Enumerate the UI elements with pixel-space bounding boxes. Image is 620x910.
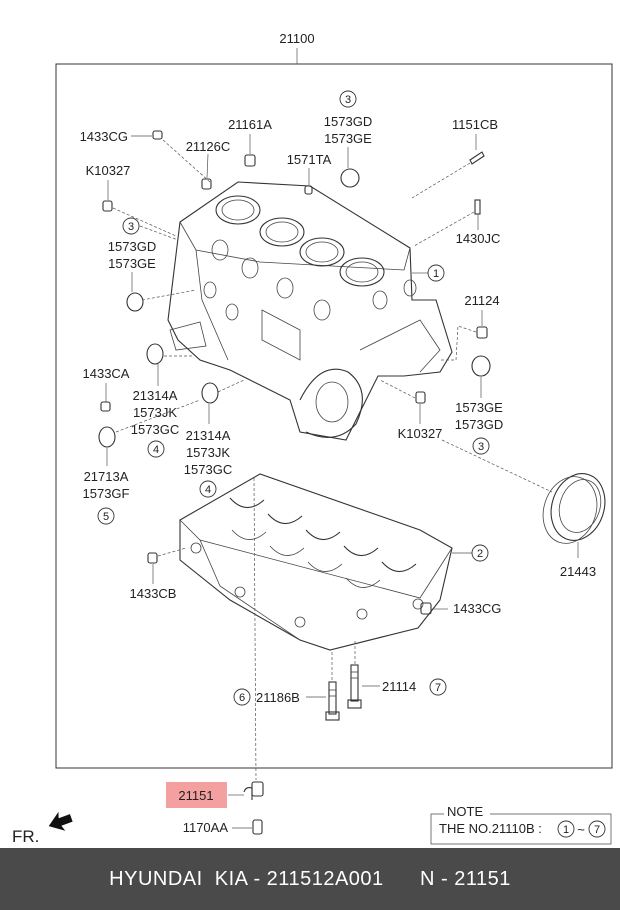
ref-circle-7 (429, 678, 447, 696)
callout-1571ta: 1571TA (287, 152, 332, 167)
plug-1571ta (304, 185, 313, 195)
callout-21161a: 21161A (228, 117, 272, 132)
callout-1433cg-top: 1433CG (80, 129, 128, 144)
note-circle-from (557, 820, 575, 838)
expansion-plug-top (340, 168, 360, 188)
ref-3-left: 3 (128, 221, 134, 233)
plug-21314a-2 (201, 382, 219, 404)
callout-21151[interactable]: 21151 (178, 788, 213, 803)
ref-circle-4-1 (147, 440, 165, 458)
dowel-k10327-mid (415, 391, 426, 404)
footer-bar: HYUNDAI KIA - 211512A001 N - 21151 (0, 848, 620, 910)
dowel-1433cg-top (131, 130, 211, 183)
dowel-1433cg-bottom (420, 602, 432, 615)
callout-21713a: 21713A (84, 469, 129, 484)
note-circle-to (588, 820, 606, 838)
expansion-plug-left (126, 292, 144, 312)
note-range-to: 7 (594, 824, 600, 836)
callout-1430jc: 1430JC (456, 231, 501, 246)
callout-21126c: 21126C (186, 139, 231, 154)
diagram-frame (55, 63, 613, 769)
callout-21314a-2: 21314A (186, 428, 231, 443)
stud-1151cb (469, 151, 485, 165)
ref-circle-5 (97, 507, 115, 525)
ref-2: 2 (477, 548, 483, 560)
note-range-sep: ~ (577, 822, 585, 837)
callout-1433ca: 1433CA (83, 366, 130, 381)
callout-1573jk-1: 1573JK (133, 405, 177, 420)
pin-1430jc (474, 199, 481, 215)
ref-5: 5 (103, 511, 109, 523)
callout-1573gf: 1573GF (83, 486, 130, 501)
callout-1573gc-2: 1573GC (184, 462, 232, 477)
footer-part-info: HYUNDAI KIA - 211512A001 N - 21151 (109, 867, 511, 890)
callout-21124: 21124 (464, 293, 499, 308)
assembly-number: 21100 (279, 31, 314, 46)
callout-1573ge-right: 1573GE (455, 400, 503, 415)
ref-circle-3-left (122, 217, 140, 235)
callout-1433cg-bottom: 1433CG (453, 601, 501, 616)
cylinder-block-upper (167, 181, 453, 441)
bolt-21114 (347, 664, 362, 709)
callout-1573ge-top: 1573GE (324, 131, 372, 146)
ref-6: 6 (239, 692, 245, 704)
plug-21314a-1 (146, 343, 164, 365)
expansion-plug-right (471, 355, 491, 377)
bolt-1170aa (252, 819, 263, 835)
callout-21186b: 21186B (256, 690, 300, 705)
front-direction-arrow (48, 811, 73, 831)
crankcase-lower (179, 473, 453, 651)
ref-circle-3-top (339, 90, 357, 108)
ref-3-right: 3 (478, 441, 484, 453)
callout-21314a-1: 21314A (133, 388, 178, 403)
rear-oil-seal-21443 (542, 473, 606, 544)
note-range-from: 1 (563, 824, 569, 836)
ref-circle-1 (427, 264, 445, 282)
bolt-21186b (325, 681, 340, 721)
callout-k10327-top: K10327 (86, 163, 131, 178)
plug-21161a (244, 154, 256, 167)
callout-21114: 21114 (382, 679, 416, 694)
callout-1433cb: 1433CB (130, 586, 177, 601)
note-box (430, 806, 612, 845)
ref-1: 1 (433, 268, 439, 280)
ref-3-top: 3 (345, 94, 351, 106)
callout-1573gd-top: 1573GD (324, 114, 372, 129)
highlight-21151 (166, 782, 227, 808)
dowel-k10327-top (102, 200, 113, 212)
ref-circle-6 (233, 688, 251, 706)
note-text: THE NO.21110B : (439, 821, 542, 836)
callout-k10327-mid: K10327 (398, 426, 443, 441)
note-title: NOTE (447, 804, 483, 819)
plug-21713a (98, 426, 116, 448)
callout-1170aa: 1170AA (183, 820, 229, 835)
parts-diagram: 21100 (12, 31, 613, 846)
ref-7: 7 (435, 682, 441, 694)
dowel-1433ca (100, 401, 111, 412)
ref-circle-3-right (472, 437, 490, 455)
callout-1573gd-left: 1573GD (108, 239, 156, 254)
ref-circle-4-2 (199, 480, 217, 498)
callout-1151cb: 1151CB (452, 117, 498, 132)
dowel-21124 (476, 326, 488, 339)
callout-1573ge-left: 1573GE (108, 256, 156, 271)
drain-plug-21151 (243, 781, 264, 800)
ref-circle-2 (471, 544, 489, 562)
callout-1573gc-1: 1573GC (131, 422, 179, 437)
callout-1573gd-right: 1573GD (455, 417, 503, 432)
ref-4-1: 4 (153, 444, 159, 456)
dowel-1433cb (147, 552, 158, 564)
callout-21443: 21443 (560, 564, 596, 579)
callout-1573jk-2: 1573JK (186, 445, 230, 460)
pin-21126c (201, 178, 212, 190)
front-label: FR. (12, 827, 39, 846)
ref-4-2: 4 (205, 484, 211, 496)
